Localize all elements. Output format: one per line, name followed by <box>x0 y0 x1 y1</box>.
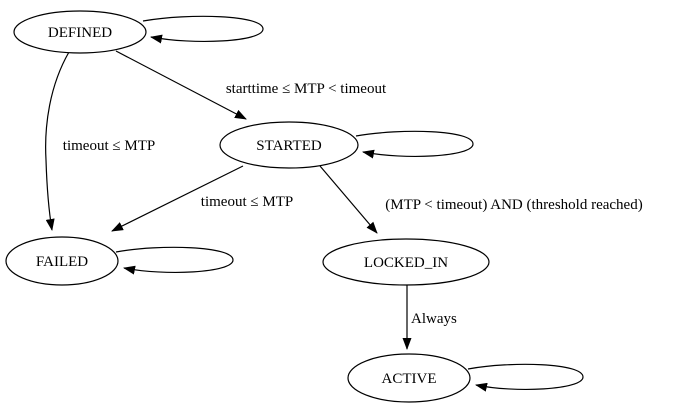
state-label-locked-in: LOCKED_IN <box>364 255 448 271</box>
state-label-failed: FAILED <box>36 254 88 270</box>
edge-label-threshold-condition: (MTP < timeout) AND (threshold reached) <box>385 197 642 213</box>
edge-label-starttime-condition: starttime ≤ MTP < timeout <box>226 81 387 97</box>
state-node-active: ACTIVE <box>347 353 471 403</box>
edge-defined-to-failed <box>45 51 70 231</box>
self-loop-active <box>467 363 584 392</box>
state-label-active: ACTIVE <box>382 371 437 387</box>
state-label-defined: DEFINED <box>48 25 112 41</box>
state-node-started: STARTED <box>219 121 359 169</box>
state-ellipse-active <box>347 353 471 403</box>
state-label-started: STARTED <box>256 138 322 154</box>
edge-started-to-failed <box>111 165 244 232</box>
edge-started-to-locked-in <box>319 165 378 234</box>
self-loop-defined <box>142 15 264 44</box>
edge-defined-to-started <box>115 50 247 120</box>
state-ellipse-failed <box>5 236 119 286</box>
state-ellipse-locked-in <box>322 238 490 286</box>
state-node-defined: DEFINED <box>13 10 147 54</box>
nodes: DEFINED STARTED FAILED LOCKED_IN ACTIVE <box>5 10 490 403</box>
edge-label-timeout-started-failed: timeout ≤ MTP <box>201 194 293 210</box>
edge-labels: starttime ≤ MTP < timeout timeout ≤ MTP … <box>63 81 643 327</box>
state-node-locked-in: LOCKED_IN <box>322 238 490 286</box>
edges <box>45 15 584 392</box>
self-loop-failed <box>115 246 234 275</box>
state-ellipse-defined <box>13 10 147 54</box>
self-loop-started <box>355 130 474 159</box>
state-ellipse-started <box>219 121 359 169</box>
edge-label-always: Always <box>411 311 457 327</box>
edge-label-timeout-defined-failed: timeout ≤ MTP <box>63 138 155 154</box>
state-node-failed: FAILED <box>5 236 119 286</box>
